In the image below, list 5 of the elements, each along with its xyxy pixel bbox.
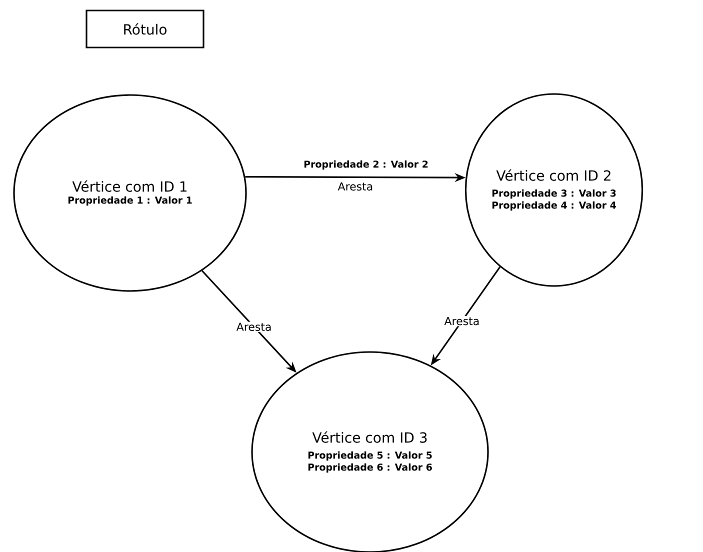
edge-property: Propriedade 2 : Valor 2 — [304, 160, 428, 170]
edge-label: Aresta — [443, 316, 481, 326]
label-box: Rótulo — [86, 10, 204, 48]
edge-label: Aresta — [338, 182, 372, 191]
edge-label: Aresta — [235, 322, 273, 332]
